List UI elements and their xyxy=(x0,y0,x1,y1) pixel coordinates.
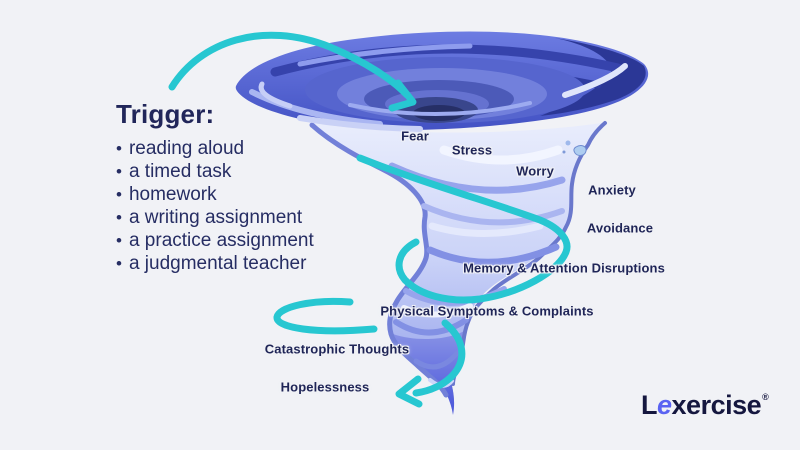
trigger-item: •reading aloud xyxy=(116,138,245,159)
arrow-into-eye-icon xyxy=(168,31,417,112)
bullet-icon: • xyxy=(116,162,122,181)
spiral-ring-upper-icon xyxy=(356,154,571,304)
lexercise-logo: Lexercise® xyxy=(641,390,769,420)
bullet-icon: • xyxy=(116,139,122,158)
spiral-label-catastrophic-thoughts: Catastrophic Thoughts xyxy=(264,341,410,357)
spiral-label-worry: Worry xyxy=(516,163,554,179)
spiral-label-hopelessness: Hopelessness xyxy=(280,379,370,395)
trigger-heading: Trigger: xyxy=(116,99,215,129)
registered-mark: ® xyxy=(762,392,769,402)
spiral-label-memory-attention-disruptions: Memory & Attention Disruptions xyxy=(463,260,665,276)
trigger-item: •a timed task xyxy=(116,161,232,182)
spiral-label-avoidance: Avoidance xyxy=(586,220,654,236)
bullet-icon: • xyxy=(116,185,122,204)
spiral-label-anxiety: Anxiety xyxy=(588,182,636,198)
trigger-item: •a practice assignment xyxy=(116,230,314,251)
spiral-ring-lower-icon xyxy=(273,297,378,335)
trigger-item: •a judgmental teacher xyxy=(116,253,307,274)
trigger-item: •a writing assignment xyxy=(116,207,303,228)
arrow-tail-down-icon xyxy=(395,319,466,408)
bullet-icon: • xyxy=(116,231,122,250)
bullet-icon: • xyxy=(116,208,122,227)
debris-specks xyxy=(562,140,587,156)
logo-accent-e: e xyxy=(657,390,672,420)
trigger-item: •homework xyxy=(116,184,217,205)
trigger-list: •reading aloud •a timed task •homework •… xyxy=(110,137,360,275)
spiral-label-fear: Fear xyxy=(401,128,429,144)
bullet-icon: • xyxy=(116,254,122,273)
trigger-panel: Trigger: •reading aloud •a timed task •h… xyxy=(110,100,360,275)
spiral-label-physical-symptoms-complaints: Physical Symptoms & Complaints xyxy=(380,303,594,319)
spiral-label-stress: Stress xyxy=(451,142,493,158)
